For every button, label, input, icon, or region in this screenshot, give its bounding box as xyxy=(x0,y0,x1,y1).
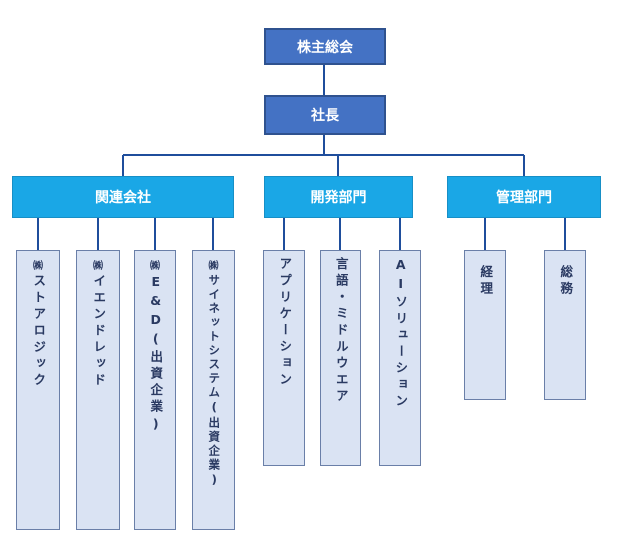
affiliate-iendred: ㈱ イエンドレッド xyxy=(76,250,120,530)
kabushiki-mark: ㈱ xyxy=(208,261,219,272)
kabushiki-mark: ㈱ xyxy=(150,261,160,272)
kabushiki-mark: ㈱ xyxy=(33,261,43,272)
division-management-label: 管理部門 xyxy=(496,190,552,206)
division-management: 管理部門 xyxy=(447,176,601,218)
mgmt-general-affairs: 総務 xyxy=(544,250,586,400)
affiliate-name: イエンドレッド xyxy=(91,274,107,390)
dev-unit-name: AIソリューション xyxy=(393,257,409,411)
affiliate-name: ストアロジック xyxy=(31,274,47,390)
affiliate-sinet-system: ㈱ サイネットシステム(出資企業) xyxy=(192,250,235,530)
mgmt-unit-name: 経理 xyxy=(478,265,494,298)
mgmt-unit-name: 総務 xyxy=(558,265,574,298)
division-affiliates: 関連会社 xyxy=(12,176,234,218)
dev-language-middleware: 言語・ミドルウエア xyxy=(320,250,361,466)
affiliate-name: サイネットシステム(出資企業) xyxy=(207,274,222,489)
president-box: 社長 xyxy=(264,95,386,135)
affiliate-name: E&D(出資企業) xyxy=(148,274,164,435)
division-development-label: 開発部門 xyxy=(310,190,367,206)
division-development: 開発部門 xyxy=(264,176,413,218)
kabushiki-mark: ㈱ xyxy=(93,261,103,272)
division-affiliates-label: 関連会社 xyxy=(95,190,151,206)
dev-unit-name: 言語・ミドルウエア xyxy=(333,257,349,406)
mgmt-accounting: 経理 xyxy=(464,250,506,400)
affiliate-e-and-d: ㈱ E&D(出資企業) xyxy=(134,250,176,530)
president-label: 社長 xyxy=(311,108,339,124)
shareholders-meeting-box: 株主総会 xyxy=(264,28,386,65)
dev-ai-solution: AIソリューション xyxy=(379,250,421,466)
shareholders-meeting-label: 株主総会 xyxy=(297,39,353,56)
affiliate-storelogic: ㈱ ストアロジック xyxy=(16,250,60,530)
dev-application: アプリケーション xyxy=(263,250,305,466)
dev-unit-name: アプリケーション xyxy=(277,257,293,389)
